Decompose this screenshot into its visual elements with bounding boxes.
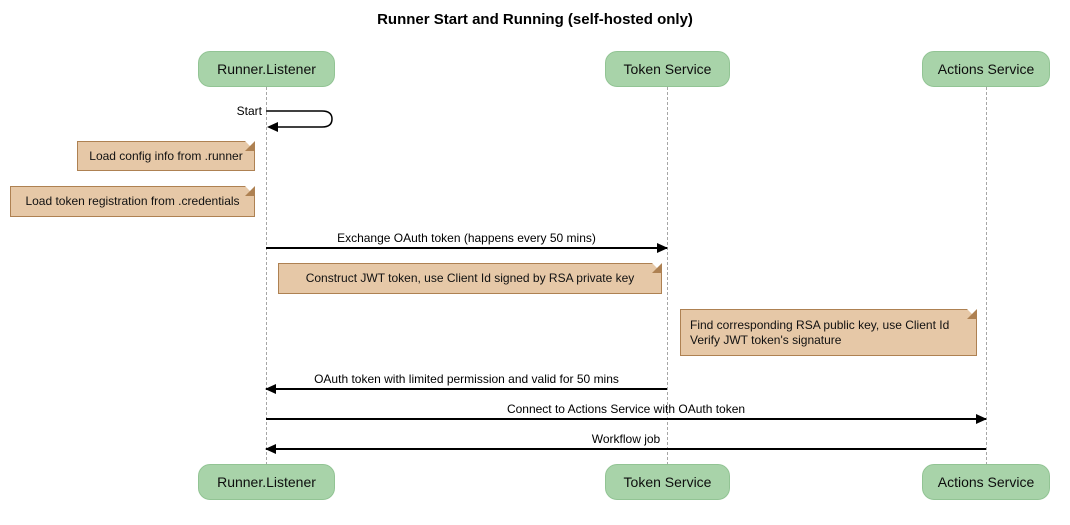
diagram-title: Runner Start and Running (self-hosted on…	[377, 11, 693, 28]
arrowhead-left-icon	[265, 443, 276, 454]
message-exchange-oauth: Exchange OAuth token (happens every 50 m…	[266, 231, 668, 253]
note-verify-jwt: Find corresponding RSA public key, use C…	[680, 309, 977, 356]
participant-actions-service-top: Actions Service	[922, 51, 1050, 87]
note-load-token-registration: Load token registration from .credential…	[10, 186, 255, 217]
note-construct-jwt: Construct JWT token, use Client Id signe…	[278, 263, 662, 294]
message-oauth-token-return: OAuth token with limited permission and …	[265, 372, 667, 394]
message-label: Workflow job	[591, 432, 661, 446]
message-arrow-line	[265, 443, 986, 454]
lifeline-token-service	[667, 87, 668, 465]
message-start-label: Start	[236, 104, 262, 118]
participant-label: Token Service	[623, 61, 712, 77]
participant-label: Actions Service	[937, 61, 1035, 77]
participant-label: Runner.Listener	[217, 474, 316, 490]
lifeline-actions-service	[986, 87, 987, 465]
message-arrow-line	[265, 383, 667, 394]
participant-token-service-top: Token Service	[605, 51, 730, 87]
arrowhead-right-icon	[976, 413, 987, 424]
arrowhead-right-icon	[657, 242, 668, 253]
arrowhead-left-icon	[265, 383, 276, 394]
message-arrow-line	[266, 242, 668, 253]
message-connect-actions: Connect to Actions Service with OAuth to…	[266, 402, 987, 424]
participant-label: Token Service	[623, 474, 712, 490]
participant-runner-listener-top: Runner.Listener	[198, 51, 335, 87]
message-label: Connect to Actions Service with OAuth to…	[506, 402, 746, 416]
participant-runner-listener-bottom: Runner.Listener	[198, 464, 335, 500]
participant-token-service-bottom: Token Service	[605, 464, 730, 500]
message-label: OAuth token with limited permission and …	[314, 372, 619, 386]
participant-label: Runner.Listener	[217, 61, 316, 77]
self-message-loop-arrow	[266, 110, 333, 132]
participant-actions-service-bottom: Actions Service	[922, 464, 1050, 500]
note-load-config: Load config info from .runner	[77, 141, 255, 171]
lifeline-runner-listener	[266, 87, 267, 465]
message-arrow-line	[266, 413, 987, 424]
participant-label: Actions Service	[937, 474, 1035, 490]
message-label: Exchange OAuth token (happens every 50 m…	[337, 231, 596, 245]
message-workflow-job: Workflow job	[265, 432, 986, 454]
